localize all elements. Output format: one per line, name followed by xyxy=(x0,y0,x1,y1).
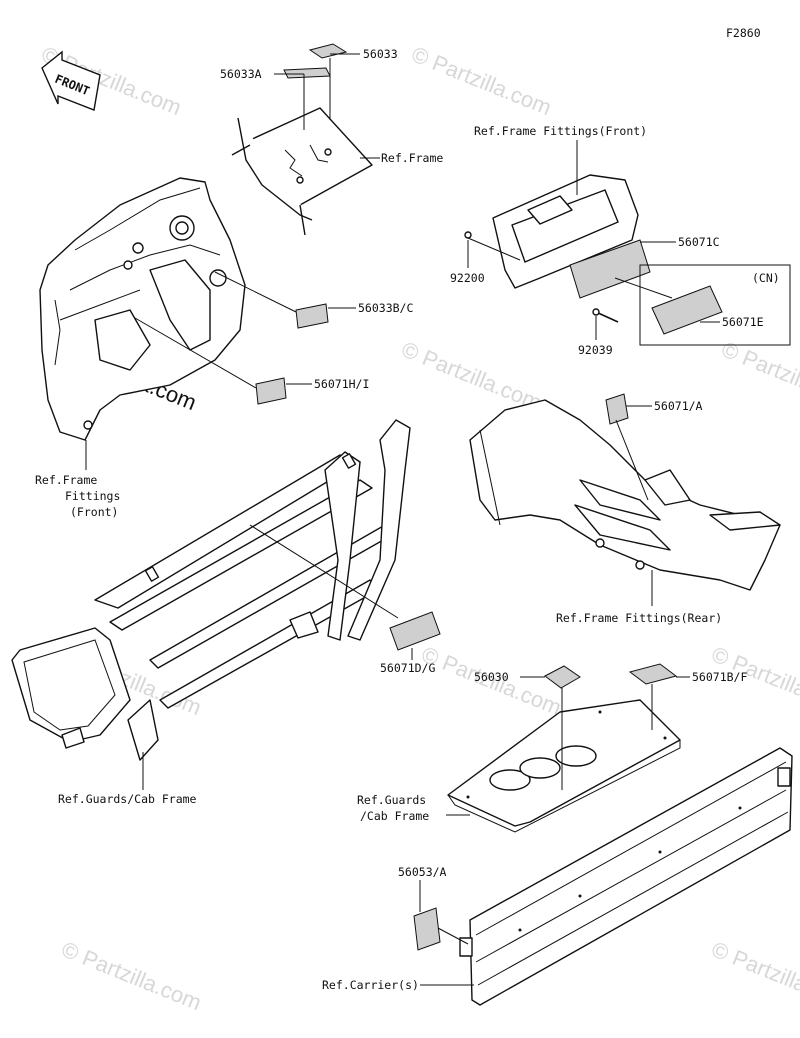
sticker-56071bf xyxy=(628,663,678,685)
watermark: © Partzilla.com xyxy=(408,41,555,120)
diagram-id: F2860 xyxy=(726,26,761,40)
screw-92039-icon xyxy=(592,308,619,323)
leader xyxy=(249,524,399,619)
cn-box xyxy=(639,264,791,346)
leader xyxy=(614,277,673,299)
watermark: © Partzilla.com xyxy=(58,936,205,1015)
frame-bracket xyxy=(231,43,373,236)
label-ref-frame-fittings-front-top: Ref.Frame Fittings(Front) xyxy=(474,124,647,138)
label-ref-frame-fittings-front-left: Fittings xyxy=(65,489,120,503)
label-56053a: 56053/A xyxy=(398,865,447,879)
label-56071bf: 56071B/F xyxy=(692,670,747,684)
watermark: © Partzilla.com xyxy=(398,336,545,415)
label-56071a: 56071/A xyxy=(654,399,703,413)
label-ref-frame-fittings-rear: Ref.Frame Fittings(Rear) xyxy=(556,611,722,625)
label-56071dg: 56071D/G xyxy=(380,661,435,675)
label-ref-guards: Ref.Guards xyxy=(357,793,426,807)
label-ref-frame: Ref.Frame xyxy=(381,151,443,165)
sticker-56053a xyxy=(413,907,441,951)
frame-fittings-front-right xyxy=(464,174,639,289)
leader xyxy=(214,271,297,313)
watermark: © Partzilla.com xyxy=(718,336,800,415)
frame-fittings-front-left xyxy=(39,177,246,441)
frame-fittings-rear xyxy=(469,399,781,591)
sticker-56071a xyxy=(605,393,629,425)
label-56071e: 56071E xyxy=(722,315,764,329)
label-56071hi: 56071H/I xyxy=(314,377,369,391)
label-ref-frame-fittings-front-left: Ref.Frame xyxy=(35,473,97,487)
leader xyxy=(437,927,469,945)
label-56030: 56030 xyxy=(474,670,509,684)
leader xyxy=(134,317,257,389)
label-56071c: 56071C xyxy=(678,235,720,249)
carrier-tailgate xyxy=(459,747,793,1006)
label-56033bc: 56033B/C xyxy=(358,301,413,315)
sticker-56030 xyxy=(544,665,581,689)
label-92200: 92200 xyxy=(450,271,485,285)
sticker-56071e xyxy=(651,285,723,335)
fastener-92200 xyxy=(464,231,472,239)
watermark: © Partzilla.com xyxy=(708,936,800,1015)
cab-floor-panel xyxy=(447,699,681,833)
sticker-56071dg xyxy=(389,611,441,651)
guards-cab-frame xyxy=(11,419,411,761)
label-cn: (CN) xyxy=(752,271,780,285)
front-arrow-icon: FRONT xyxy=(41,50,101,111)
label-ref-guards-cab-frame-left: Ref.Guards/Cab Frame xyxy=(58,792,197,806)
label-ref-guards: /Cab Frame xyxy=(360,809,429,823)
sticker-56071hi xyxy=(255,377,287,405)
sticker-56071c xyxy=(569,239,651,299)
label-56033a: 56033A xyxy=(220,67,262,81)
sticker-56033bc xyxy=(295,303,329,329)
label-56033: 56033 xyxy=(363,47,398,61)
label-ref-carriers: Ref.Carrier(s) xyxy=(322,978,419,992)
label-ref-frame-fittings-front-left: (Front) xyxy=(70,505,118,519)
label-92039: 92039 xyxy=(578,343,613,357)
sticker-56033a xyxy=(283,67,331,79)
leader xyxy=(615,419,649,501)
sticker-56033 xyxy=(308,43,348,59)
